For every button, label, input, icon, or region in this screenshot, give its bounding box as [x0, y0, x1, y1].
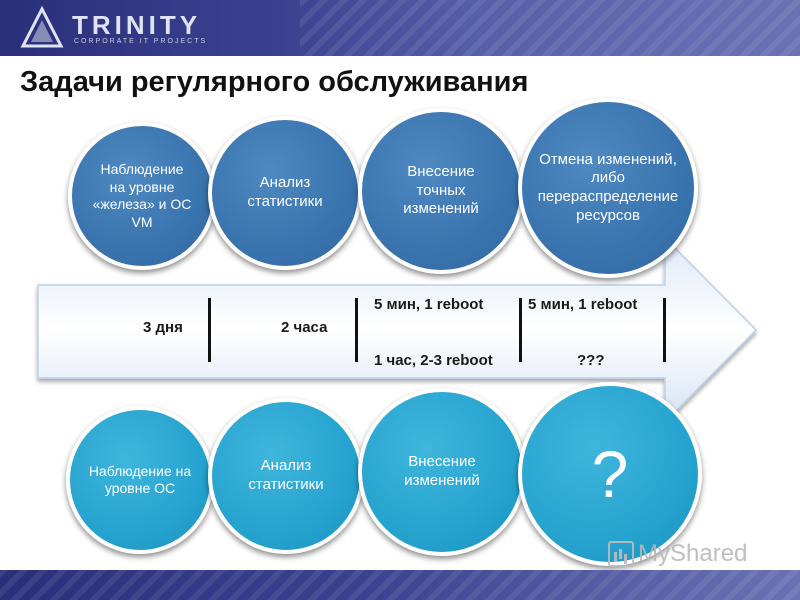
bottom-circle-label: Наблюдение на уровне ОС — [88, 462, 192, 497]
watermark-text: MyShared — [638, 540, 748, 567]
watermark: MyShared — [608, 540, 747, 568]
timeline-label-1: 3 дня — [143, 319, 183, 336]
timeline-label-4-bottom: ??? — [577, 352, 605, 369]
top-circle-label: Анализ статистики — [247, 174, 323, 210]
timeline-label-3-top: 5 мин, 1 reboot — [374, 296, 484, 313]
timeline-label-3-bottom: 1 час, 2-3 reboot — [374, 352, 493, 369]
chart-icon — [608, 541, 634, 567]
timeline-separator — [355, 298, 358, 362]
top-circle-rollback: Отмена изменений, либо перераспределение… — [518, 98, 698, 278]
header-banner: TRINITY CORPORATE IT PROJECTS — [0, 0, 800, 56]
bottom-circle-monitoring-os: Наблюдение на уровне ОС — [66, 406, 214, 554]
logo-text: TRINITY — [72, 10, 202, 40]
top-circle-precise-changes: Внесение точных изменений — [358, 108, 524, 274]
bottom-circle-analysis: Анализ статистики — [208, 398, 364, 554]
bottom-circle-unknown: ? — [518, 382, 702, 566]
timeline-label-4-top: 5 мин, 1 reboot — [528, 296, 638, 313]
top-circle-label: Наблюдение на уровне «железа» и ОС VM — [92, 161, 192, 230]
top-circle-label: Внесение точных изменений — [403, 162, 479, 218]
top-circle-monitoring-hw: Наблюдение на уровне «железа» и ОС VM — [68, 122, 216, 270]
top-circle-label: Отмена изменений, либо перераспределение… — [537, 150, 679, 224]
timeline-separator — [663, 298, 666, 362]
bottom-circle-changes: Внесение изменений — [358, 388, 526, 556]
arrow-shape — [37, 236, 758, 424]
footer-banner — [0, 570, 800, 600]
timeline-separator — [519, 298, 522, 362]
footer-texture — [0, 570, 800, 600]
bottom-circle-label: Анализ статистики — [248, 457, 324, 493]
trinity-logo-icon — [20, 6, 64, 48]
bottom-circle-label: Внесение изменений — [404, 453, 480, 489]
top-circle-analysis: Анализ статистики — [208, 116, 362, 270]
page-title: Задачи регулярного обслуживания — [20, 66, 529, 98]
question-mark: ? — [591, 436, 629, 511]
timeline-separator — [208, 298, 211, 362]
logo-subtitle: CORPORATE IT PROJECTS — [74, 38, 208, 45]
header-texture — [300, 0, 800, 56]
timeline-label-2: 2 часа — [281, 319, 328, 336]
